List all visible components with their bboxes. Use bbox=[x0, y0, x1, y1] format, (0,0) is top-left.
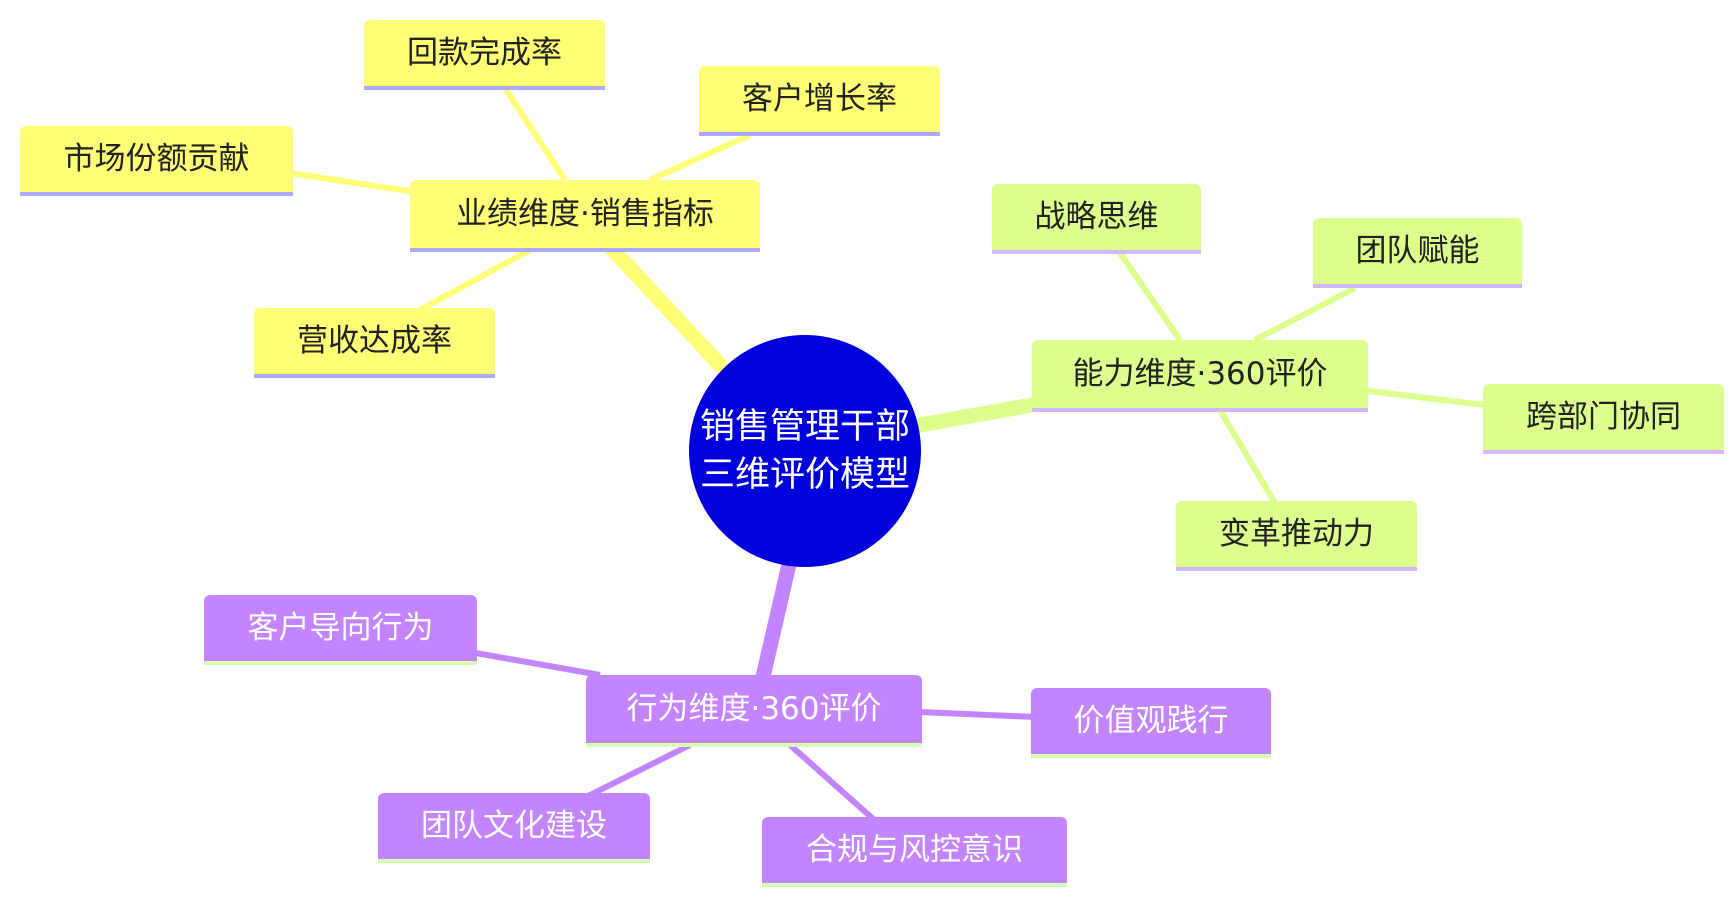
leaf-node-biange[interactable]: 变革推动力 bbox=[1176, 501, 1417, 571]
edge-capability-biange bbox=[1217, 408, 1278, 505]
edge-capability-kuabumen bbox=[1359, 387, 1486, 408]
leaf-node-zhanlue[interactable]: 战略思维 bbox=[992, 184, 1201, 254]
leaf-node-shichangfene[interactable]: 市场份额贡献 bbox=[20, 126, 293, 196]
edge-performance-kehu bbox=[648, 132, 752, 183]
edge-behavior-kehudaoxiang bbox=[469, 649, 601, 678]
edge-performance-shichang bbox=[289, 170, 416, 195]
root-title-line1: 销售管理干部 bbox=[699, 406, 910, 447]
leaf-node-tuanduifuneng[interactable]: 团队赋能 bbox=[1313, 218, 1522, 288]
leaf-node-yingshou[interactable]: 营收达成率 bbox=[254, 308, 495, 378]
leaf-node-hegui[interactable]: 合规与风控意识 bbox=[762, 817, 1067, 887]
leaf-node-tuanduiwenhua[interactable]: 团队文化建设 bbox=[378, 793, 650, 863]
edge-capability-tuandui bbox=[1253, 285, 1357, 343]
edge-behavior-tuanduiwenhua bbox=[578, 742, 692, 803]
branch-node-behavior[interactable]: 行为维度·360评价 bbox=[586, 675, 922, 747]
leaf-node-kehuzengzhang[interactable]: 客户增长率 bbox=[699, 66, 940, 136]
leaf-node-jiazhiguan[interactable]: 价值观践行 bbox=[1031, 688, 1271, 758]
edge-performance-huikuan bbox=[502, 86, 568, 182]
branch-node-capability[interactable]: 能力维度·360评价 bbox=[1032, 340, 1368, 412]
leaf-node-kehudaoxiang[interactable]: 客户导向行为 bbox=[204, 595, 477, 665]
leaf-node-huikuan[interactable]: 回款完成率 bbox=[364, 20, 605, 90]
edge-performance-yingshou bbox=[418, 247, 532, 313]
root-node[interactable]: 销售管理干部 三维评价模型 bbox=[689, 335, 921, 567]
edge-behavior-jiazhiguan bbox=[919, 709, 1036, 720]
leaf-node-kuabumen[interactable]: 跨部门协同 bbox=[1483, 384, 1724, 454]
edge-root-behavior bbox=[752, 552, 798, 698]
root-title-line2: 三维评价模型 bbox=[699, 455, 910, 495]
edge-behavior-hegui bbox=[788, 742, 882, 828]
branch-node-performance[interactable]: 业绩维度·销售指标 bbox=[410, 180, 760, 252]
edge-capability-zhanlue bbox=[1117, 251, 1183, 342]
